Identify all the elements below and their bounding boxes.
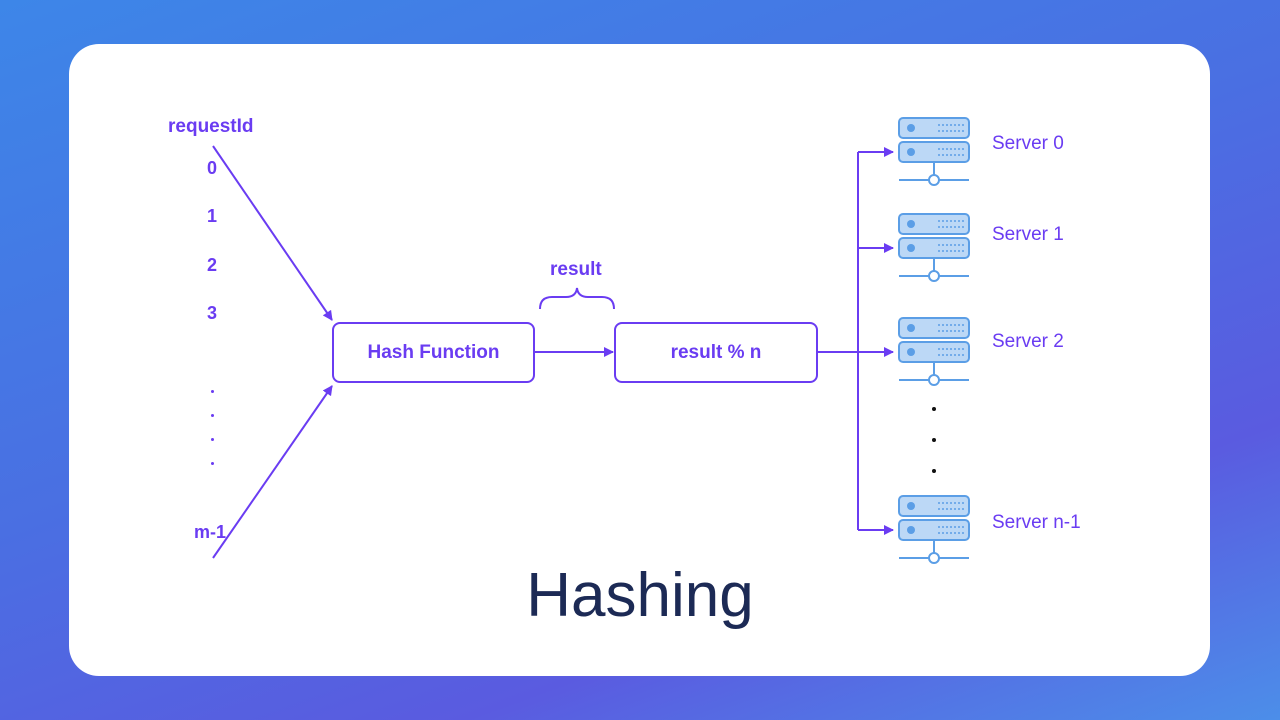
server-label-0: Server 0 xyxy=(992,133,1064,154)
ellipsis-dot xyxy=(211,390,214,393)
server-icon xyxy=(898,495,970,564)
requestid-label: requestId xyxy=(168,116,254,137)
ellipsis-dot xyxy=(932,438,936,442)
arrow-last-request-to-hash xyxy=(212,385,333,559)
server-icon xyxy=(898,213,970,282)
arrow-requestid-to-hash xyxy=(212,145,333,321)
ellipsis-dot xyxy=(932,469,936,473)
page-title: Hashing xyxy=(526,561,754,630)
modulo-box: result % n xyxy=(614,322,818,383)
hash-function-box: Hash Function xyxy=(332,322,535,383)
request-id-1: 1 xyxy=(207,206,218,226)
server-label-n-1: Server n-1 xyxy=(992,512,1081,533)
ellipsis-dot xyxy=(932,407,936,411)
result-label: result xyxy=(550,259,602,280)
last-request-id: m-1 xyxy=(194,522,227,542)
ellipsis-dot xyxy=(211,414,214,417)
server-label-2: Server 2 xyxy=(992,331,1064,352)
server-label-1: Server 1 xyxy=(992,224,1064,245)
ellipsis-dot xyxy=(211,438,214,441)
request-id-0: 0 xyxy=(207,158,218,178)
request-id-2: 2 xyxy=(207,255,218,275)
result-brace xyxy=(539,287,615,310)
ellipsis-dot xyxy=(211,462,214,465)
server-icon xyxy=(898,117,970,186)
server-icon xyxy=(898,317,970,386)
request-id-3: 3 xyxy=(207,303,218,323)
